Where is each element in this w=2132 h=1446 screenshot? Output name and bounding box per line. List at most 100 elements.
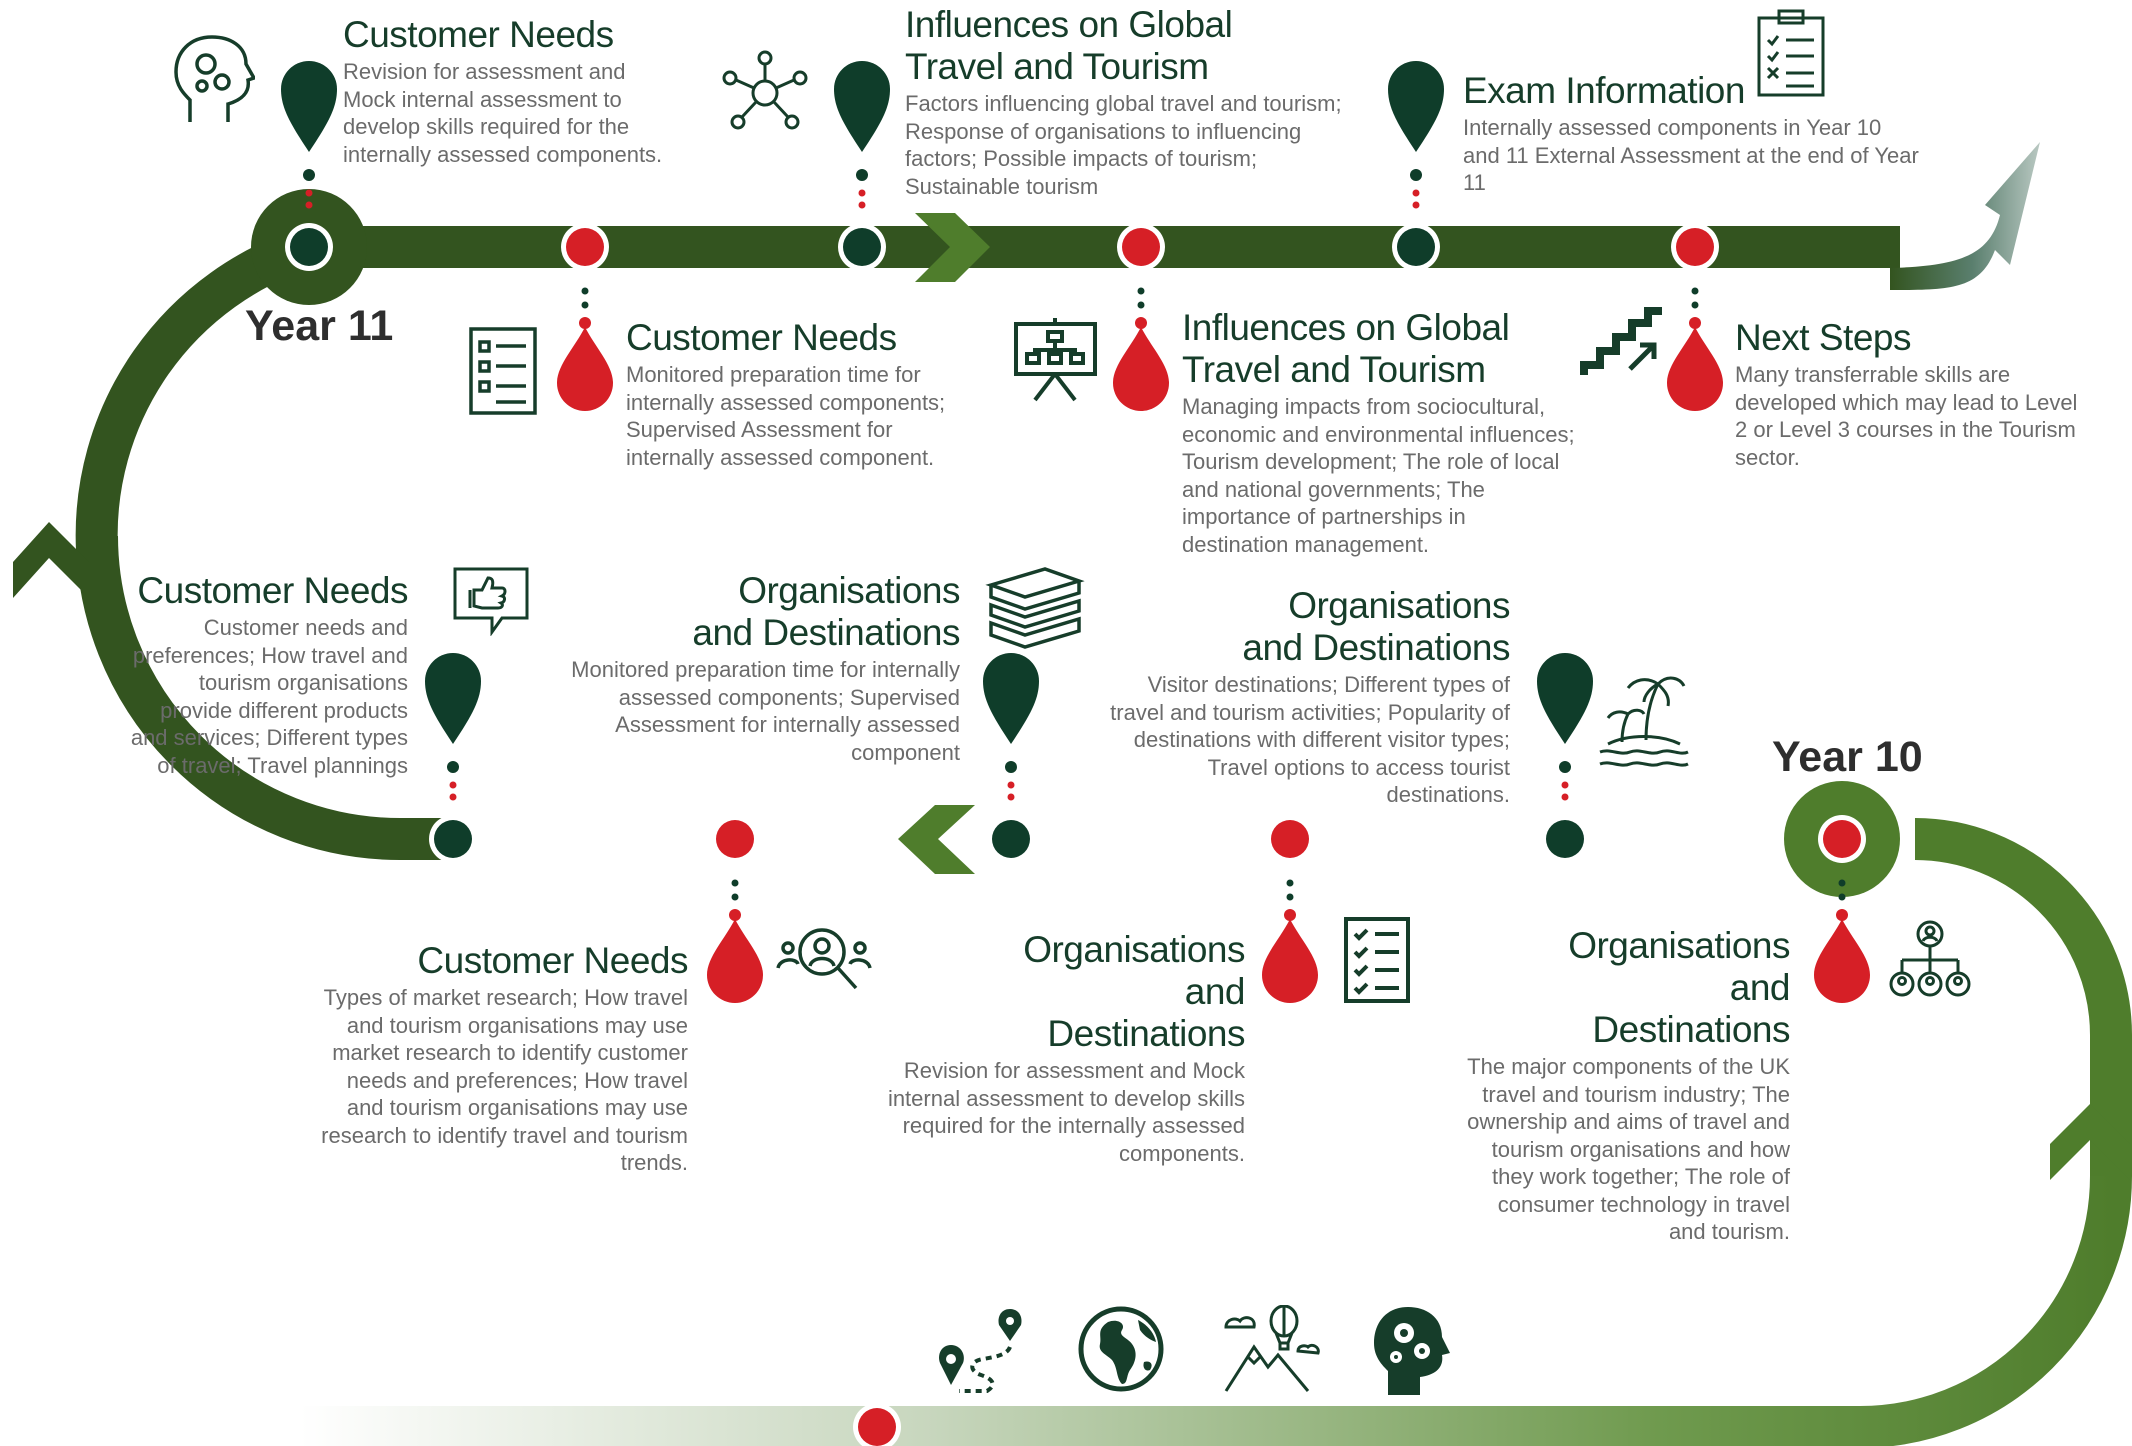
pin-dot (856, 169, 868, 181)
connector-dot (731, 893, 739, 901)
stacked-books-icon (985, 567, 1085, 649)
track-node (1546, 820, 1584, 858)
node-top-2: Customer Needs Monitored preparation tim… (626, 317, 986, 471)
pin-dot (303, 169, 315, 181)
clipboard-checklist-icon (1757, 9, 1825, 97)
track-node (1823, 820, 1861, 858)
chevron-up-marker-left (13, 522, 89, 598)
node-title: Customer Needs (417, 940, 688, 981)
track-node (992, 820, 1030, 858)
node-top-1: Customer Needs Revision for assessment a… (343, 14, 673, 168)
drop-marker (1667, 327, 1723, 411)
connector-dot (1561, 781, 1569, 789)
connector-dot (1412, 201, 1420, 209)
drop-dot (729, 909, 741, 921)
track-node (716, 820, 754, 858)
node-bottom-1: Customer Needs Customer needs and prefer… (125, 570, 409, 779)
location-pin (281, 61, 337, 152)
node-description: Monitored preparation time for internall… (571, 657, 960, 765)
node-description: Types of market research; How travel and… (321, 985, 688, 1175)
start-node (858, 1408, 896, 1446)
connector-dot (1561, 793, 1569, 801)
node-description: Factors influencing global travel and to… (905, 91, 1342, 199)
node-description: Internally assessed components in Year 1… (1463, 115, 1919, 195)
track-node (1397, 228, 1435, 266)
node-title: Organisations and Destinations (1242, 585, 1510, 668)
connector-dot (581, 301, 589, 309)
connector-dot (858, 189, 866, 197)
checklist-icon (1344, 917, 1410, 1003)
node-top-3: Influences on Global Travel and Tourism … (905, 4, 1350, 200)
node-description: Customer needs and preferences; How trav… (130, 615, 408, 778)
year11-label: Year 11 (245, 302, 394, 350)
pin-dot (1005, 761, 1017, 773)
connector-dot (1286, 893, 1294, 901)
connector-dot (305, 189, 313, 197)
connector-dot (449, 793, 457, 801)
checklist-document-icon (469, 327, 537, 415)
node-title: Customer Needs (137, 570, 408, 611)
node-description: Managing impacts from sociocultural, eco… (1182, 394, 1575, 557)
drop-marker (1113, 327, 1169, 411)
track-left-curve (75, 226, 453, 860)
pin-dot (1410, 169, 1422, 181)
connector-dot (1838, 879, 1846, 887)
pin-dot (447, 761, 459, 773)
drop-marker (557, 327, 613, 411)
drop-dot (579, 317, 591, 329)
connector-dot (305, 201, 313, 209)
node-bottom-3: Organisations and Destinations Monitored… (540, 570, 960, 766)
node-bottom-6: Organisations and Destinations The major… (1460, 925, 1790, 1246)
node-description: Revision for assessment and Mock interna… (343, 59, 663, 167)
drop-dot (1284, 909, 1296, 921)
track-bottom-segment (300, 1175, 2132, 1446)
node-title: Organisations and Destinations (1023, 929, 1245, 1054)
magnifier-people-icon (776, 928, 872, 990)
node-bottom-2: Customer Needs Types of market research;… (308, 940, 688, 1177)
connector-dot (1286, 879, 1294, 887)
connector-dot (1137, 287, 1145, 295)
drop-marker (707, 919, 763, 1003)
connector-dot (1838, 893, 1846, 901)
node-title: Exam Information (1463, 70, 1745, 111)
drop-dot (1836, 909, 1848, 921)
location-pin (1537, 653, 1593, 744)
track-exit-arrow (1890, 142, 2040, 290)
chevron-right-marker (915, 213, 990, 282)
track-node (290, 228, 328, 266)
mountains-balloon-icon (1224, 1305, 1320, 1392)
node-description: Many transferrable skills are developed … (1735, 362, 2078, 470)
track-node (1676, 228, 1714, 266)
presentation-board-icon (1014, 318, 1097, 402)
track-right-curve (1914, 818, 2132, 1176)
connector-dot (1412, 189, 1420, 197)
node-title: Influences on Global Travel and Tourism (905, 4, 1233, 87)
island-palm-icon (1599, 676, 1689, 767)
node-title: Next Steps (1735, 317, 1911, 358)
connector-dot (449, 781, 457, 789)
chevron-left-marker (898, 805, 975, 874)
drop-marker (1814, 919, 1870, 1003)
node-description: The major components of the UK travel an… (1467, 1054, 1790, 1244)
head-gears-outline-icon (174, 35, 255, 122)
track-node (1271, 820, 1309, 858)
connector-dot (1137, 301, 1145, 309)
node-description: Monitored preparation time for internall… (626, 362, 946, 470)
location-pin (1388, 61, 1444, 152)
node-top-5: Exam Information Internally assessed com… (1463, 70, 1923, 197)
connector-dot (581, 287, 589, 295)
node-title: Influences on Global Travel and Tourism (1182, 307, 1510, 390)
track-node (434, 820, 472, 858)
connector-dot (1007, 781, 1015, 789)
track-node (566, 228, 604, 266)
connector-dot (1691, 301, 1699, 309)
connector-dot (858, 201, 866, 209)
globe-icon (1078, 1306, 1164, 1392)
location-pin (425, 653, 481, 744)
thumbs-up-chat-icon (453, 567, 529, 636)
node-description: Visitor destinations; Different types of… (1110, 672, 1510, 807)
node-bottom-4: Organisations and Destinations Revision … (850, 929, 1246, 1167)
node-top-6: Next Steps Many transferrable skills are… (1735, 317, 2095, 471)
node-title: Customer Needs (343, 14, 614, 55)
